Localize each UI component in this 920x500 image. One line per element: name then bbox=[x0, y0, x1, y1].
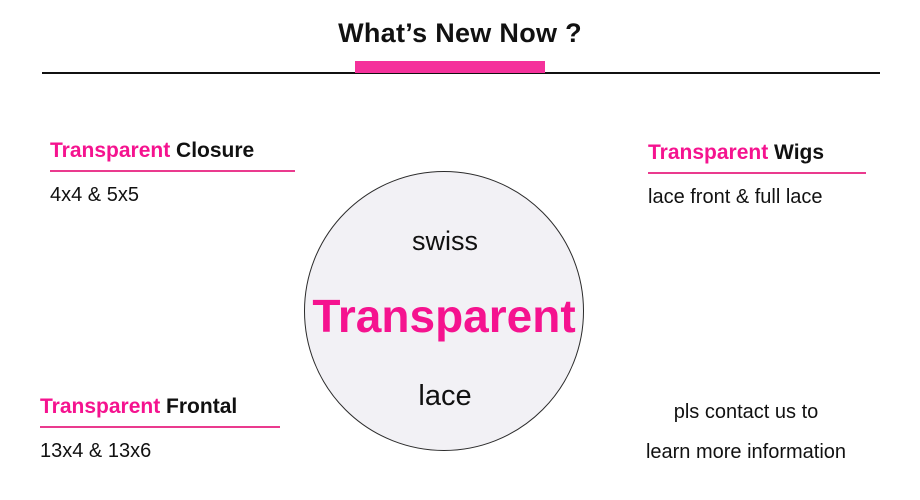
wigs-heading: Transparent Wigs bbox=[648, 140, 866, 166]
frontal-heading-keyword: Transparent bbox=[40, 395, 161, 418]
closure-sizes: 4x4 & 5x5 bbox=[50, 183, 139, 206]
block-transparent-wigs: Transparent Wigs lace front & full lace bbox=[648, 140, 866, 211]
header-accent-bar bbox=[355, 61, 545, 73]
frontal-underline bbox=[40, 426, 280, 428]
wigs-heading-name: Wigs bbox=[768, 141, 825, 164]
contact-line-2: learn more information bbox=[645, 441, 847, 463]
frontal-heading: Transparent Frontal bbox=[40, 394, 280, 420]
frontal-heading-name: Frontal bbox=[160, 395, 238, 418]
page-title: What’s New Now ? bbox=[338, 18, 582, 48]
circle-label-lace: lace bbox=[418, 380, 472, 412]
wigs-underline bbox=[648, 172, 866, 174]
circle-label-transparent: Transparent bbox=[312, 290, 576, 342]
wigs-types: lace front & full lace bbox=[648, 185, 823, 208]
circle-label-swiss: swiss bbox=[412, 226, 478, 256]
block-transparent-closure: Transparent Closure 4x4 & 5x5 bbox=[50, 138, 295, 209]
frontal-sizes: 13x4 & 13x6 bbox=[40, 439, 152, 462]
block-contact-note: pls contact us to learn more information bbox=[600, 392, 892, 472]
block-transparent-frontal: Transparent Frontal 13x4 & 13x6 bbox=[40, 394, 280, 465]
center-circle bbox=[304, 171, 584, 451]
wigs-heading-keyword: Transparent bbox=[648, 141, 769, 164]
closure-underline bbox=[50, 170, 295, 172]
contact-line-1: pls contact us to bbox=[673, 401, 819, 423]
closure-heading-keyword: Transparent bbox=[50, 139, 171, 162]
closure-heading-name: Closure bbox=[170, 139, 255, 162]
closure-heading: Transparent Closure bbox=[50, 138, 295, 164]
